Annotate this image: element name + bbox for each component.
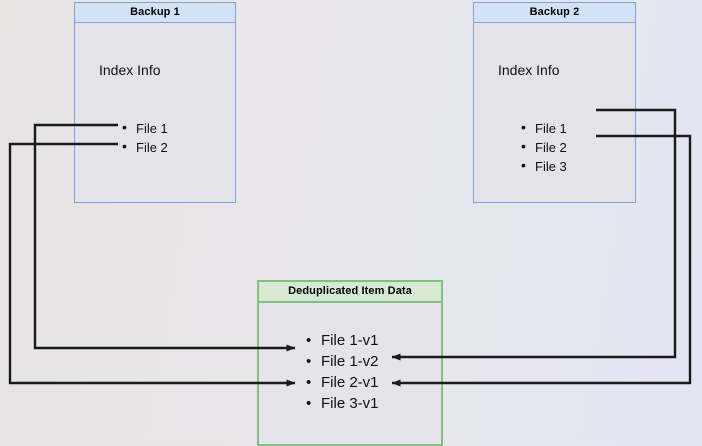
list-item[interactable]: File 2-v1 <box>305 372 379 393</box>
list-item[interactable]: File 1 <box>520 118 567 138</box>
backup-1-index-info-label: Index Info <box>99 62 161 78</box>
backup-1-header: Backup 1 <box>75 3 235 23</box>
backup-2-body: Index Info File 1 File 2 File 3 <box>474 23 635 202</box>
deduplicated-item-data-body: File 1-v1 File 1-v2 File 2-v1 File 3-v1 <box>259 303 441 444</box>
list-item[interactable]: File 1-v2 <box>305 351 379 372</box>
dedup-item-list: File 1-v1 File 1-v2 File 2-v1 File 3-v1 <box>305 330 379 414</box>
list-item[interactable]: File 3 <box>520 156 567 176</box>
deduplicated-item-data-header: Deduplicated Item Data <box>259 282 441 303</box>
backup-2-box[interactable]: Backup 2 Index Info File 1 File 2 File 3 <box>473 2 636 203</box>
backup-1-file-list: File 1 File 2 <box>121 118 168 157</box>
list-item[interactable]: File 1-v1 <box>305 330 379 351</box>
backup-2-file-list: File 1 File 2 File 3 <box>520 118 567 176</box>
backup-1-box[interactable]: Backup 1 Index Info File 1 File 2 <box>74 2 236 203</box>
list-item[interactable]: File 1 <box>121 118 168 138</box>
list-item[interactable]: File 2 <box>121 137 168 157</box>
backup-2-header: Backup 2 <box>474 3 635 23</box>
deduplicated-item-data-box[interactable]: Deduplicated Item Data File 1-v1 File 1-… <box>257 280 443 446</box>
backup-2-index-info-label: Index Info <box>498 62 560 78</box>
list-item[interactable]: File 2 <box>520 137 567 157</box>
list-item[interactable]: File 3-v1 <box>305 393 379 414</box>
backup-1-body: Index Info File 1 File 2 <box>75 23 235 202</box>
